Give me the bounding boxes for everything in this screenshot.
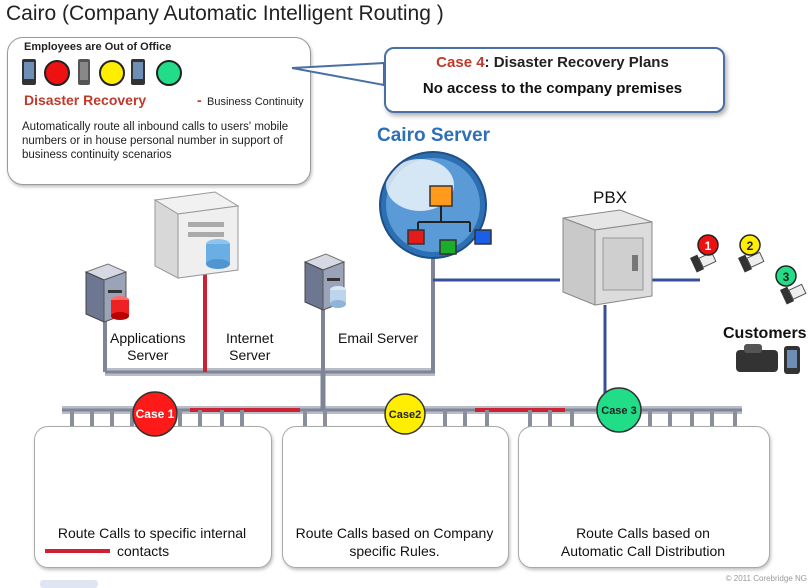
cairo-server-icon [379,151,492,259]
customer-3-number: 3 [783,270,790,284]
case2-label: Case2 [389,409,421,421]
status-icons [22,59,182,86]
email-server-label: Email Server [338,330,419,346]
status-red-icon [44,60,70,86]
internet-server-icon [153,191,240,279]
disaster-recovery-description: Automatically route all inbound calls to… [22,121,289,161]
applications-server-icon [84,263,129,323]
mobile-phone-icon [784,346,800,374]
group1-legend-text: contacts [117,543,170,559]
group3-text: Route Calls based on Automatic Call Dist… [560,525,726,559]
copyright-text: © 2011 Corebridge NG [725,574,807,583]
case3-badge: Case 3 [596,387,642,433]
business-continuity-label: Business Continuity [207,96,304,108]
internet-server-label: Internet Server [226,330,274,363]
red-link-legend-line [45,549,110,553]
group1-text: Route Calls to specific internal [57,525,247,541]
page-title: Cairo (Company Automatic Intelligent Rou… [6,2,444,25]
customer-2-number: 2 [747,239,754,253]
email-server-icon [303,253,346,311]
case1-badge: Case 1 [132,391,178,437]
case3-label: Case 3 [601,405,636,417]
phone-icon [131,59,145,85]
group2-text: Route Calls based on Company specific Ru… [295,525,494,559]
customer-1-number: 1 [705,239,712,253]
applications-server-label: Applications Server [110,330,186,363]
case4-title: Case 4: Disaster Recovery Plans [384,54,721,71]
desk-phone-icon [736,344,778,372]
case4-subtitle: No access to the company premises [422,80,683,97]
case4-box [384,47,725,113]
disaster-recovery-title: Disaster Recovery [24,92,147,108]
case1-label: Case 1 [136,407,175,421]
handset-icon [690,251,717,273]
dr-separator: - [197,92,202,108]
status-yellow-icon [99,60,125,86]
case2-badge: Case2 [384,393,426,435]
cairo-server-title: Cairo Server [377,125,491,146]
group-case3 [518,426,770,568]
handset-icon [738,251,765,273]
case4-label: Case 4 [436,54,485,71]
pbx-label: PBX [593,188,628,207]
pbx-icon [562,209,653,306]
phone-icon [78,59,90,85]
footer-logo [40,580,98,588]
group-case2 [282,426,509,568]
status-green-icon [156,60,182,86]
customers-label: Customers [723,325,807,342]
customer-phones: 1 2 3 [690,234,807,374]
group-case1 [34,426,272,568]
callout-heading: Employees are Out of Office [24,41,172,53]
handset-icon [780,283,807,305]
case4-title-text: : Disaster Recovery Plans [484,54,669,71]
phone-icon [22,59,36,85]
